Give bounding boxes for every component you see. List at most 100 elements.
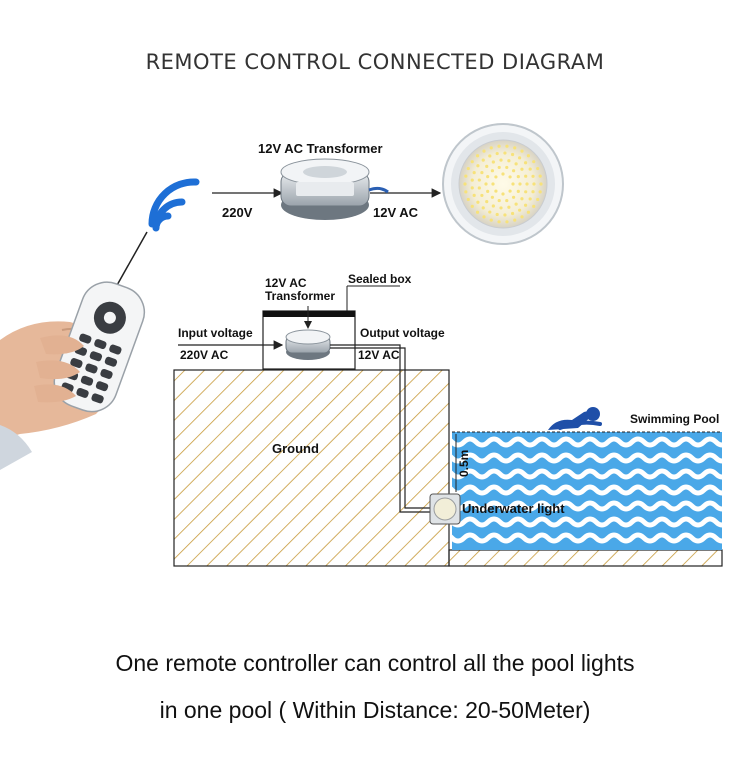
led-dot xyxy=(489,218,493,222)
led-dot xyxy=(470,186,474,190)
led-dot xyxy=(482,149,486,153)
depth-label: 0.5m xyxy=(457,450,471,477)
remote-key xyxy=(80,375,94,386)
remote-key xyxy=(109,344,122,355)
led-dot xyxy=(524,174,528,178)
led-dot xyxy=(491,182,495,186)
led-dot xyxy=(524,190,528,194)
led-dot xyxy=(495,151,499,156)
sealed-box-lid xyxy=(263,311,355,317)
led-dot xyxy=(510,211,515,216)
hand-fingers xyxy=(34,335,84,403)
led-dot xyxy=(531,174,535,178)
led-dot xyxy=(470,204,474,208)
remote-key xyxy=(95,381,109,392)
caption-line-1: One remote controller can control all th… xyxy=(115,650,635,676)
wave-line xyxy=(452,500,722,512)
led-dot xyxy=(518,182,522,186)
ground-block xyxy=(173,369,450,567)
led-dot xyxy=(480,193,484,198)
led-dot xyxy=(520,149,524,153)
pool-floor xyxy=(448,549,723,567)
led-dot xyxy=(464,174,468,178)
led-dot xyxy=(508,189,512,193)
wave-line xyxy=(452,436,722,448)
led-dot xyxy=(505,144,509,148)
led-dot xyxy=(466,197,470,202)
led-dot xyxy=(491,160,495,164)
led-dot xyxy=(482,215,486,219)
led-dot xyxy=(520,197,524,201)
remote-key xyxy=(76,387,89,398)
led-dot xyxy=(523,161,528,165)
led-dot xyxy=(511,182,515,186)
led-dot xyxy=(476,200,480,204)
underwater-light-label: Underwater light xyxy=(462,501,565,516)
led-dot xyxy=(463,182,467,186)
wave-line xyxy=(452,532,722,544)
remote-key xyxy=(89,351,103,362)
led-dot xyxy=(472,170,476,175)
led-dot xyxy=(518,156,522,160)
led-dot xyxy=(489,146,493,150)
box-transformer-label-2: Transformer xyxy=(265,289,335,303)
led-dot xyxy=(481,158,485,162)
remote-key xyxy=(94,339,107,350)
led-dot xyxy=(490,195,495,199)
led-dot xyxy=(503,151,507,155)
led-dot xyxy=(520,167,524,171)
led-dot xyxy=(486,175,490,179)
led-dot xyxy=(501,192,505,196)
top-input-label: 220V xyxy=(222,205,253,220)
led-dot xyxy=(513,218,517,222)
box-transformer xyxy=(285,329,331,360)
led-dot xyxy=(497,165,501,170)
led-dot xyxy=(476,164,480,168)
water-waves xyxy=(452,436,722,544)
led-dot xyxy=(508,175,512,179)
led-dot xyxy=(472,193,476,198)
led-dot xyxy=(507,205,511,209)
led-dot xyxy=(528,197,532,201)
led-dot xyxy=(491,204,495,208)
led-dot xyxy=(480,170,484,175)
connection-diagram: 12V AC Transformer 220V 12V AC Ground xyxy=(0,123,723,567)
led-dot xyxy=(531,190,535,194)
ground-label: Ground xyxy=(272,441,319,456)
input-voltage-label: Input voltage xyxy=(178,326,253,340)
led-dots xyxy=(463,144,543,224)
output-value-label: 12V AC xyxy=(358,348,400,362)
led-dot xyxy=(514,202,518,206)
led-dot xyxy=(485,200,489,204)
led-dot xyxy=(494,175,498,179)
led-dot xyxy=(532,182,536,186)
led-dot xyxy=(536,197,540,202)
sealed-box-label: Sealed box xyxy=(348,272,412,286)
input-value-label: 220V AC xyxy=(180,348,229,362)
led-dot xyxy=(518,208,522,212)
led-dot xyxy=(464,190,468,194)
remote-key xyxy=(104,356,118,367)
led-dot xyxy=(507,159,511,163)
led-dot xyxy=(495,212,499,217)
wave-line xyxy=(452,452,722,464)
led-dot xyxy=(516,175,520,179)
led-dot xyxy=(514,162,518,166)
swimmer-icon xyxy=(548,407,602,430)
led-dot xyxy=(494,189,498,193)
led-dot xyxy=(501,172,505,176)
caption-line-2: in one pool ( Within Distance: 20-50Mete… xyxy=(159,697,591,723)
led-dot xyxy=(526,210,531,214)
underwater-light-icon xyxy=(429,493,461,525)
led-dot xyxy=(539,182,543,186)
led-dot xyxy=(477,186,481,190)
led-dot xyxy=(516,189,520,193)
page-title: REMOTE CONTROL CONNECTED DIAGRAM xyxy=(145,50,605,74)
led-dot xyxy=(497,144,501,148)
led-dot xyxy=(505,165,509,170)
led-dot xyxy=(475,154,480,158)
led-dot xyxy=(526,154,531,158)
top-transformer-label: 12V AC Transformer xyxy=(258,141,383,156)
led-dot xyxy=(466,166,470,171)
output-voltage-label: Output voltage xyxy=(360,326,445,340)
